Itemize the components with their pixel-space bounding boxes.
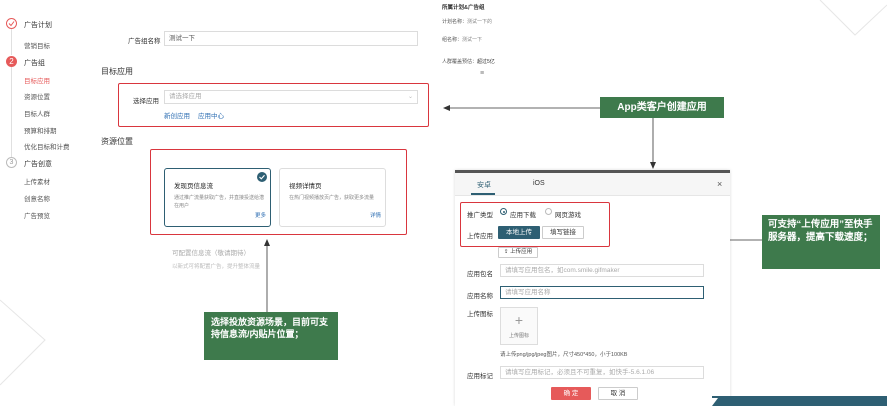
- footer-corner: [712, 398, 718, 406]
- chevron-down-icon: ⌄: [407, 94, 413, 100]
- resource-card-title: 视频详情页: [289, 183, 322, 190]
- radio-app-download[interactable]: [500, 208, 507, 215]
- sidebar-item-resource[interactable]: 资源位置: [24, 94, 50, 101]
- app-name-label: 应用名称: [467, 293, 493, 300]
- upload-app-button[interactable]: ⇪ 上传应用: [498, 247, 538, 258]
- upload-icon-hint: 请上传png/jpg/jpeg图片，尺寸450*450，小于100KB: [500, 352, 628, 358]
- preview-plan-value: 测试一下的: [467, 19, 493, 25]
- resource-faded-desc: 以新式可将配置广告，提升整体流量: [172, 264, 261, 270]
- sidebar-item-marketing-goal[interactable]: 营销目标: [24, 43, 50, 50]
- upload-app-label: 上传应用: [467, 233, 493, 240]
- section-title-resource: 资源位置: [101, 137, 133, 146]
- local-upload-button[interactable]: 本地上传: [498, 226, 540, 239]
- footer-bar: [712, 396, 887, 406]
- cancel-button[interactable]: 取 消: [598, 387, 638, 400]
- radio-app-download-label[interactable]: 应用下载: [510, 212, 536, 219]
- select-app-label: 选择应用: [133, 98, 159, 105]
- upload-icon: ⇪: [503, 249, 509, 255]
- dialog-tab-bar: [455, 173, 730, 196]
- app-tag-input[interactable]: 请填写应用标记，必须且不可重复，如快手-5.6.1.06: [500, 366, 704, 379]
- upload-icon-box[interactable]: + 上传图标: [500, 307, 538, 345]
- step-connector: [11, 28, 12, 55]
- package-name-placeholder: 请填写应用包名，如com.smile.gifmaker: [505, 267, 620, 274]
- resource-card-feed[interactable]: 发现页信息流 通过推广流量获取广告，并直接投送给潜在用户 更多: [164, 168, 271, 227]
- highlight-box: [460, 202, 610, 247]
- callout-app: App类客户创建应用: [600, 97, 724, 118]
- step-title-plan[interactable]: 广告计划: [24, 22, 52, 29]
- resource-card-more-link[interactable]: 更多: [254, 213, 266, 219]
- sidebar-item-creative-name[interactable]: 创意名称: [24, 196, 50, 203]
- close-icon[interactable]: ×: [717, 179, 723, 189]
- tab-underline: [471, 193, 495, 195]
- sidebar-item-upload[interactable]: 上传素材: [24, 179, 50, 186]
- step-connector: [11, 65, 12, 157]
- resource-card-video[interactable]: 视频详情页 在热门视频播放页广告，获取更多流量 详情: [279, 168, 386, 227]
- select-app-placeholder: 请选择应用: [169, 93, 202, 100]
- callout-upload: 可支持“上传应用”至快手服务器，提高下载速度；: [762, 215, 880, 269]
- sidebar-item-audience[interactable]: 目标人群: [24, 111, 50, 118]
- step-title-creative[interactable]: 广告创意: [24, 161, 52, 168]
- preview-panel: 所属计划&广告组 计划名称：测试一下的 组名称：测试一下 人群覆盖预估：超过5亿…: [440, 0, 503, 80]
- app-name-input[interactable]: 请填写应用名称: [500, 286, 704, 299]
- preview-group-label: 组名称：: [442, 37, 463, 43]
- preview-audience-value: 超过5亿: [477, 59, 495, 65]
- tab-ios[interactable]: iOS: [533, 180, 545, 187]
- highlight-box: [118, 83, 429, 127]
- confirm-button[interactable]: 确 定: [551, 387, 591, 400]
- promo-type-label: 推广类型: [467, 212, 493, 219]
- app-center-link[interactable]: 应用中心: [198, 113, 224, 120]
- radio-web-game[interactable]: [545, 208, 552, 215]
- preview-plan-label: 计划名称：: [442, 19, 468, 25]
- new-app-link[interactable]: 新创应用: [164, 113, 190, 120]
- section-title-target-app: 目标应用: [101, 67, 133, 76]
- upload-icon-text: 上传图标: [508, 333, 529, 339]
- dialog-top-bar: [455, 170, 730, 173]
- sidebar-item-target-app[interactable]: 目标应用: [24, 78, 50, 85]
- plus-icon: +: [514, 312, 524, 328]
- step-title-adgroup[interactable]: 广告组: [24, 60, 45, 67]
- fill-link-button[interactable]: 填写链接: [542, 226, 584, 239]
- sidebar-item-budget[interactable]: 预算和排期: [24, 128, 57, 135]
- resource-card-desc: 在热门视频播放页广告，获取更多流量: [289, 195, 375, 201]
- ad-group-name-label: 广告组名称: [128, 38, 161, 45]
- sidebar-item-preview[interactable]: 广告预览: [24, 213, 50, 220]
- sidebar-item-optimization[interactable]: 优化目标和计费: [24, 144, 70, 151]
- callout-resource: 选择投放资源场景，目前可支持信息流/内贴片位置；: [204, 312, 338, 360]
- app-tag-placeholder: 请填写应用标记，必须且不可重复，如快手-5.6.1.06: [505, 369, 655, 376]
- resource-card-more-link[interactable]: 详情: [369, 213, 381, 219]
- resource-faded-title: 可配置信息流（敬请期待）: [172, 250, 250, 257]
- upload-app-button-label: 上传应用: [510, 249, 533, 255]
- ad-group-name-input[interactable]: 测试一下: [164, 31, 418, 46]
- package-name-label: 应用包名: [467, 271, 493, 278]
- resource-card-desc: 通过推广流量获取广告，并直接投送给潜在用户: [174, 195, 265, 209]
- app-name-placeholder: 请填写应用名称: [505, 289, 551, 296]
- tab-android[interactable]: 安卓: [477, 182, 491, 189]
- highlight-box: [150, 149, 407, 235]
- step-number-icon: 2: [6, 56, 17, 67]
- create-app-dialog: 安卓 iOS × 推广类型 应用下载 网页游戏 上传应用 本地上传 填写链接 ⇪…: [455, 170, 730, 406]
- menu-icon[interactable]: ≡: [480, 70, 485, 77]
- preview-title: 所属计划&广告组: [442, 5, 485, 11]
- upload-icon-label: 上传图标: [467, 311, 493, 318]
- select-app-dropdown[interactable]: 请选择应用 ⌄: [164, 90, 418, 104]
- preview-group-value: 测试一下: [462, 37, 483, 43]
- step-number-icon: 3: [6, 157, 17, 168]
- check-icon: [257, 172, 267, 182]
- preview-audience-label: 人群覆盖预估：: [442, 59, 478, 65]
- radio-web-game-label[interactable]: 网页游戏: [555, 212, 581, 219]
- step-done-icon: [6, 18, 17, 29]
- resource-card-title: 发现页信息流: [174, 183, 213, 190]
- app-tag-label: 应用标记: [467, 373, 493, 380]
- package-name-input[interactable]: 请填写应用包名，如com.smile.gifmaker: [500, 264, 704, 277]
